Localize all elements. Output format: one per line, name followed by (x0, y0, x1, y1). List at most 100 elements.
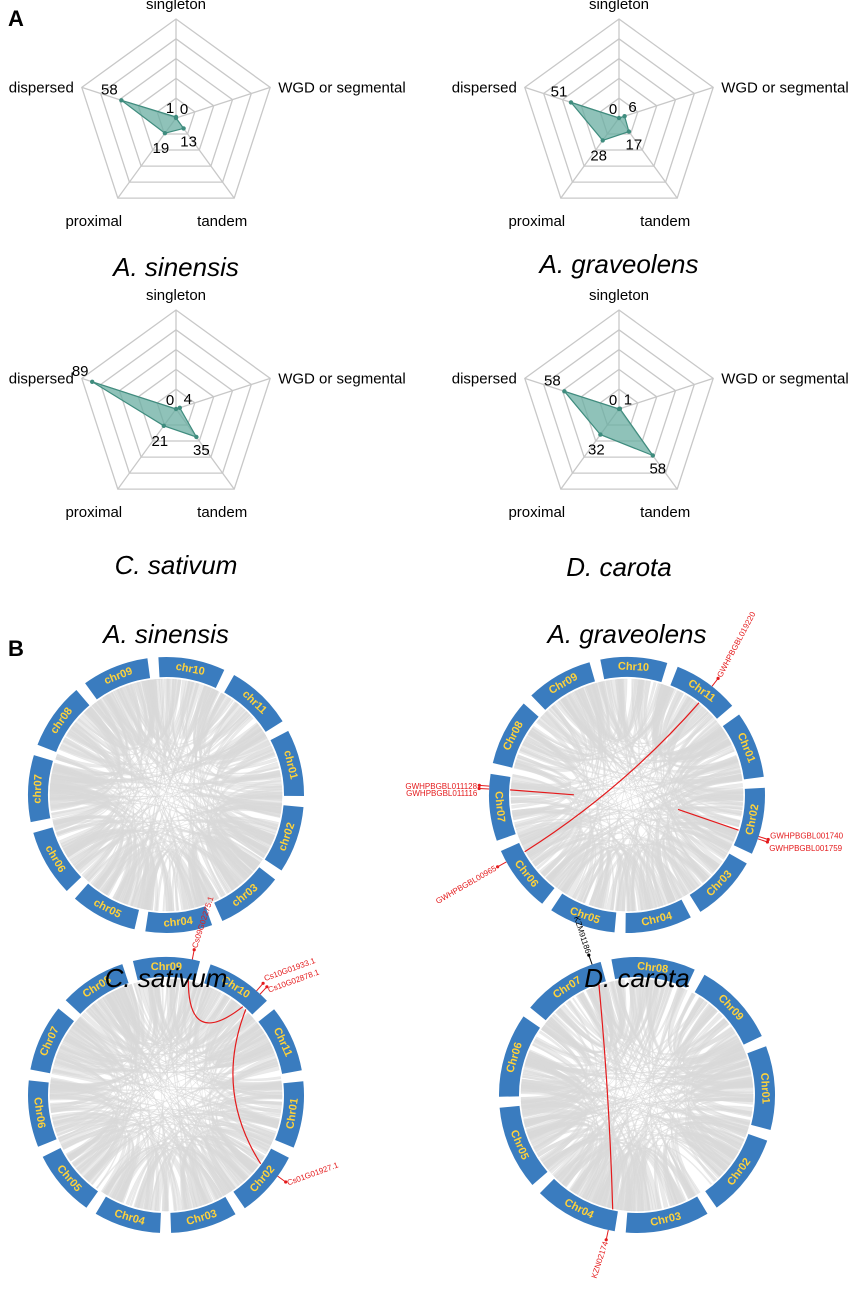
circos-gray-link (60, 739, 282, 814)
gene-marker (477, 786, 481, 791)
radar-grid-ring (542, 37, 696, 183)
radar-grid-ring (99, 37, 253, 183)
circos-gray-link (533, 1039, 751, 1079)
circos-gray-link (104, 1135, 260, 1195)
circos-gray-link (564, 690, 599, 895)
gene-marker (604, 1238, 608, 1242)
circos-red-link (598, 984, 614, 1210)
circos-gray-link (616, 720, 719, 912)
chromosome-block-chr04 (145, 906, 213, 933)
radar-axis-label-proximal: proximal (508, 504, 565, 521)
circos-gray-link (50, 1107, 198, 1208)
circos-gray-link (140, 837, 261, 910)
radar-value-wgd-or-segmental: 1 (624, 392, 632, 409)
chromosome-label-chr01: Chr01 (758, 1072, 772, 1104)
radar-axis-label-wgd-or-segmental: WGD or segmental (721, 79, 849, 96)
circos-plot-c-sativum: Chr01Chr02Chr03Chr04Chr05Chr06Chr07Chr08… (28, 895, 340, 1233)
radar-spoke (175, 117, 235, 199)
chromosome-block-chr07 (30, 1008, 74, 1074)
radar-title: A. sinensis (111, 252, 239, 282)
gene-marker (496, 865, 500, 869)
chromosome-block-chr01 (722, 714, 764, 780)
circos-gray-link (536, 1133, 651, 1211)
circos-gray-link (599, 981, 624, 1040)
circos-gray-link (666, 738, 732, 892)
chromosome-block-chr09 (132, 956, 200, 981)
circos-gray-link (180, 1128, 272, 1211)
radar-axis-label-wgd-or-segmental: WGD or segmental (721, 370, 849, 387)
circos-red-link (677, 808, 739, 831)
radar-value-singleton: 0 (166, 392, 174, 409)
chromosome-block-chr06 (500, 842, 555, 904)
panel-label-b: B (8, 636, 24, 661)
circos-gray-link (558, 1142, 685, 1204)
circos-gray-link (175, 979, 198, 1208)
circos-gray-link (162, 1023, 260, 1212)
radar-value-singleton: 0 (609, 392, 617, 409)
radar-point-wgd-or-segmental (173, 115, 179, 121)
circos-gray-link (71, 724, 120, 866)
gene-marker (261, 981, 265, 985)
circos-gray-link (66, 688, 216, 858)
circos-gray-link (152, 979, 253, 1049)
radar-value-tandem: 58 (649, 461, 666, 478)
radar-grid-ring (137, 77, 215, 151)
radar-grid-ring (137, 368, 215, 442)
chromosome-block-chr04 (95, 1196, 161, 1233)
radar-axis-label-dispersed: dispersed (452, 79, 517, 96)
chromosome-block-chr03 (625, 1196, 708, 1233)
circos-gray-link (540, 678, 638, 749)
chromosome-block-chr03 (214, 867, 276, 921)
circos-gray-link (67, 990, 133, 1057)
radar-spoke (175, 377, 271, 410)
gene-tick (256, 982, 264, 992)
circos-gray-link (211, 1058, 278, 1182)
radar-grid-ring (81, 309, 271, 490)
circos-gray-link (171, 978, 283, 1099)
circos-gray-link (542, 1130, 728, 1170)
circos-gray-link (665, 773, 743, 896)
circos-gray-link (543, 1137, 657, 1211)
radar-point-proximal (600, 138, 605, 143)
chromosome-block-chr06 (498, 1016, 540, 1097)
radar-axis-label-tandem: tandem (197, 213, 247, 230)
chromosome-block-chr07 (28, 755, 53, 823)
circos-background-links (510, 678, 744, 912)
gene-tick (191, 949, 195, 960)
circos-gray-link (521, 697, 694, 849)
circos-gray-link (526, 704, 705, 857)
circos-gray-link (523, 978, 648, 1123)
chromosome-block-chr02 (264, 805, 304, 871)
chromosome-block-chr11 (224, 675, 283, 732)
circos-gray-link (674, 1078, 753, 1197)
circos-gray-link (510, 768, 742, 793)
radar-value-wgd-or-segmental: 4 (184, 391, 192, 408)
circos-red-link (524, 702, 700, 853)
radar-point-tandem (181, 126, 186, 131)
radar-point-tandem (650, 453, 655, 458)
circos-gray-link (85, 1007, 128, 1182)
chromosome-label-chr01: Chr01 (284, 1097, 300, 1130)
radar-point-proximal (162, 131, 168, 136)
chromosome-block-chr10 (600, 656, 668, 683)
circos-gray-link (49, 1088, 119, 1178)
gene-marker (766, 837, 770, 842)
chromosome-block-chr07 (488, 773, 516, 841)
circos-gray-link (86, 702, 130, 752)
circos-plot-a-sinensis: chr01chr02chr03chr04chr05chr06chr07chr08… (28, 619, 305, 933)
gene-label-cs01g01927-1: Cs01G01927.1 (286, 1160, 340, 1187)
radar-axis-label-proximal: proximal (65, 504, 122, 521)
radar-axis-label-singleton: singleton (146, 287, 206, 304)
chromosome-block-chr02 (733, 787, 765, 854)
circos-gray-link (68, 1029, 237, 1190)
gene-label-gwhpbgbl00965: GWHPBGBL00965 (434, 864, 498, 906)
circos-gray-link (525, 1016, 590, 1072)
radar-point-dispersed (568, 100, 574, 105)
radar-value-proximal: 19 (153, 140, 170, 157)
circos-gray-link (564, 694, 733, 848)
circos-background-links (520, 978, 754, 1212)
circos-gray-link (104, 847, 200, 908)
